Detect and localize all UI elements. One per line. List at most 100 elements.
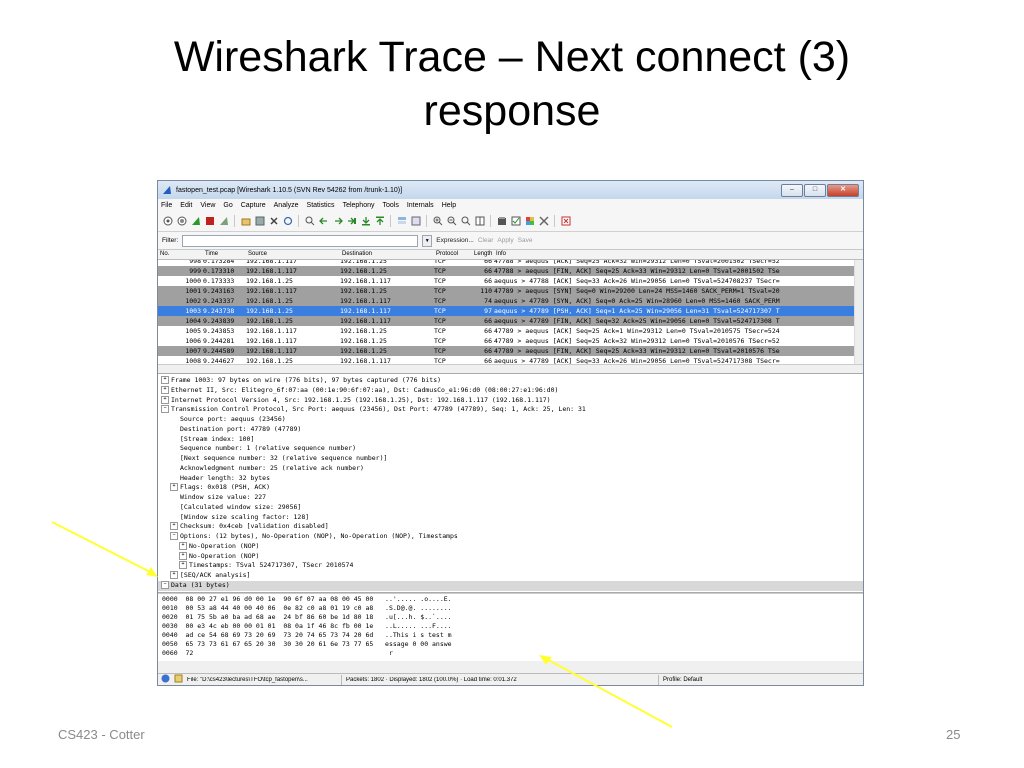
detail-row[interactable]: [Window size scaling factor: 128] <box>158 513 863 523</box>
detail-row[interactable]: +Ethernet II, Src: Elitegro_6f:07:aa (00… <box>158 385 863 396</box>
detail-row[interactable]: Sequence number: 1 (relative sequence nu… <box>158 444 863 454</box>
detail-row[interactable]: +No-Operation (NOP) <box>158 551 863 562</box>
autoscroll-icon[interactable] <box>410 216 421 227</box>
expand-icon[interactable]: + <box>170 483 178 492</box>
reload-icon[interactable] <box>282 216 293 227</box>
expand-icon[interactable]: + <box>161 385 169 394</box>
expand-icon[interactable]: + <box>179 541 187 550</box>
interfaces-icon[interactable] <box>162 216 173 227</box>
detail-row[interactable]: −Transmission Control Protocol, Src Port… <box>158 405 863 415</box>
preferences-icon[interactable] <box>538 216 549 227</box>
hex-row[interactable]: 0050 65 73 73 61 67 65 20 30 30 30 20 61… <box>162 640 452 648</box>
detail-row[interactable]: Header length: 32 bytes <box>158 474 863 484</box>
colorize-icon[interactable] <box>396 216 407 227</box>
detail-row[interactable]: Destination port: 47789 (47789) <box>158 425 863 435</box>
coloring-rules-icon[interactable] <box>524 216 535 227</box>
menu-view[interactable]: View <box>200 201 216 209</box>
menu-internals[interactable]: Internals <box>406 201 434 209</box>
close-file-icon[interactable] <box>268 216 279 227</box>
detail-row[interactable]: −Options: (12 bytes), No-Operation (NOP)… <box>158 532 863 542</box>
zoom-in-icon[interactable] <box>432 216 443 227</box>
column-header-no[interactable]: No. <box>160 251 170 257</box>
menu-help[interactable]: Help <box>441 201 457 209</box>
detail-row[interactable]: +No-Operation (NOP) <box>158 541 863 552</box>
collapse-icon[interactable]: − <box>170 532 178 540</box>
expand-icon[interactable]: + <box>179 561 187 570</box>
options-icon[interactable] <box>176 216 187 227</box>
column-header-time[interactable]: Time <box>205 251 219 257</box>
detail-row[interactable]: −Data (31 bytes) <box>158 580 863 591</box>
expert-info-icon[interactable] <box>161 674 170 685</box>
collapse-icon[interactable]: − <box>161 405 169 414</box>
restart-icon[interactable] <box>218 216 229 227</box>
apply-button[interactable]: Apply <box>497 237 514 244</box>
maximize-button[interactable]: □ <box>804 183 826 197</box>
first-icon[interactable] <box>360 216 371 227</box>
hex-row[interactable]: 0030 00 e3 4c eb 00 00 01 01 08 0a 1f 46… <box>162 622 452 630</box>
display-filters-icon[interactable] <box>510 216 521 227</box>
capture-comment-icon[interactable] <box>174 674 183 685</box>
expand-icon[interactable]: + <box>179 551 187 560</box>
detail-row[interactable]: Data: 546869732069732074657374206d657373… <box>158 591 863 593</box>
expand-icon[interactable]: + <box>170 522 178 531</box>
minimize-button[interactable]: – <box>781 183 803 197</box>
help-icon[interactable] <box>560 216 571 227</box>
stop-capture-icon[interactable] <box>204 216 215 227</box>
last-icon[interactable] <box>374 216 385 227</box>
forward-icon[interactable] <box>332 216 343 227</box>
status-profile[interactable]: Profile: Default <box>663 676 703 683</box>
detail-row[interactable]: [Next sequence number: 32 (relative sequ… <box>158 454 863 464</box>
hex-row[interactable]: 0040 ad ce 54 68 69 73 20 69 73 20 74 65… <box>162 631 452 639</box>
detail-row[interactable]: Window size value: 227 <box>158 493 863 503</box>
close-button[interactable]: ✕ <box>827 183 859 197</box>
detail-row[interactable]: Acknowledgment number: 25 (relative ack … <box>158 464 863 474</box>
zoom-out-icon[interactable] <box>446 216 457 227</box>
detail-row[interactable]: [Stream index: 100] <box>158 435 863 445</box>
detail-row[interactable]: [Calculated window size: 29056] <box>158 503 863 513</box>
collapse-icon[interactable]: − <box>161 580 169 589</box>
save-filter-button[interactable]: Save <box>517 237 533 244</box>
open-icon[interactable] <box>240 216 251 227</box>
detail-row[interactable]: +Checksum: 0x4ceb [validation disabled] <box>158 522 863 532</box>
menu-capture[interactable]: Capture <box>240 201 266 209</box>
go-to-icon[interactable] <box>346 216 357 227</box>
column-header-destination[interactable]: Destination <box>342 251 373 257</box>
packet-list-horizontal-scrollbar[interactable] <box>158 364 863 373</box>
capture-filters-icon[interactable] <box>496 216 507 227</box>
detail-row[interactable]: +[SEQ/ACK analysis] <box>158 571 863 581</box>
menu-file[interactable]: File <box>161 201 173 209</box>
menu-tools[interactable]: Tools <box>382 201 399 209</box>
start-capture-icon[interactable] <box>190 216 201 227</box>
expand-icon[interactable]: + <box>161 395 169 404</box>
expression-button[interactable]: Expression... <box>436 237 474 244</box>
menu-analyze[interactable]: Analyze <box>273 201 299 209</box>
find-icon[interactable] <box>304 216 315 227</box>
clear-button[interactable]: Clear <box>477 237 494 244</box>
menu-statistics[interactable]: Statistics <box>306 201 335 209</box>
detail-row[interactable]: +Internet Protocol Version 4, Src: 192.1… <box>158 395 863 406</box>
detail-row[interactable]: +Flags: 0x018 (PSH, ACK) <box>158 483 863 493</box>
hex-row[interactable]: 0020 01 75 5b a0 ba ad 68 ae 24 bf 86 60… <box>162 613 452 621</box>
detail-row[interactable]: +Frame 1003: 97 bytes on wire (776 bits)… <box>158 376 863 386</box>
filter-input[interactable] <box>182 234 419 247</box>
packet-list-vertical-scrollbar[interactable] <box>854 260 863 364</box>
hex-row[interactable]: 0060 72 r <box>162 649 393 657</box>
menu-telephony[interactable]: Telephony <box>342 201 375 209</box>
menu-go[interactable]: Go <box>223 201 233 209</box>
normal-size-icon[interactable] <box>460 216 471 227</box>
column-header-source[interactable]: Source <box>248 251 268 257</box>
expand-icon[interactable]: + <box>161 376 169 384</box>
resize-columns-icon[interactable] <box>474 216 485 227</box>
filter-dropdown-button[interactable]: ▼ <box>422 234 433 247</box>
hex-row[interactable]: 0000 08 00 27 e1 96 d0 00 1e 90 6f 07 aa… <box>162 595 452 603</box>
save-icon[interactable] <box>254 216 265 227</box>
